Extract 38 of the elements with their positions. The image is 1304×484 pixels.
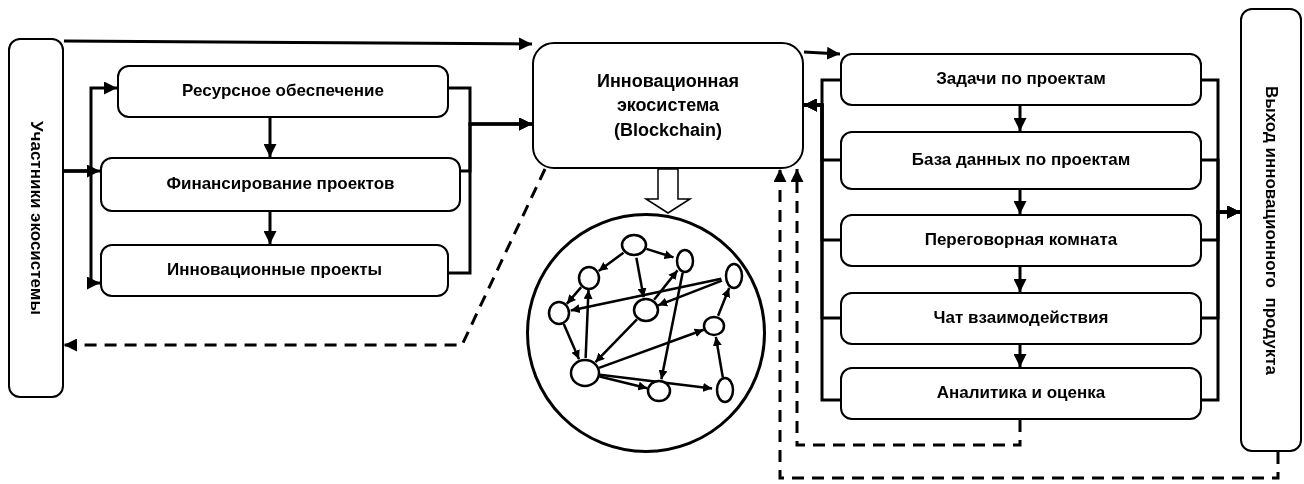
arrow bbox=[263, 118, 277, 157]
side-panel bbox=[1240, 8, 1302, 452]
arrow bbox=[1013, 267, 1027, 292]
process-box bbox=[840, 214, 1202, 267]
arrow bbox=[449, 117, 532, 275]
arrow bbox=[1202, 205, 1240, 402]
box-label: Аналитика и оценка bbox=[935, 382, 1107, 405]
process-box bbox=[100, 157, 461, 212]
arrow bbox=[803, 46, 841, 60]
box-label: Финансирование проектов bbox=[165, 173, 396, 196]
arrow bbox=[1013, 190, 1027, 214]
process-box bbox=[840, 131, 1202, 190]
box-label: Выход инновационного продукта bbox=[1261, 85, 1283, 375]
arrow bbox=[64, 169, 100, 290]
dashed-arrow bbox=[64, 168, 547, 352]
box-label: Инновационная экосистема (Blockchain) bbox=[596, 70, 740, 142]
process-box bbox=[532, 42, 804, 169]
block-arrow bbox=[643, 168, 693, 214]
box-label: Инновационные проекты bbox=[165, 259, 384, 282]
arrow bbox=[64, 37, 532, 51]
box-label: Переговорная комната bbox=[923, 229, 1119, 252]
process-box bbox=[100, 244, 449, 297]
dashed-arrow bbox=[790, 169, 1022, 447]
arrow bbox=[263, 212, 277, 244]
process-box bbox=[840, 53, 1202, 106]
box-label: Чат взаимодействия bbox=[932, 307, 1110, 330]
arrow bbox=[1013, 106, 1027, 131]
arrow bbox=[804, 98, 840, 402]
process-box bbox=[840, 367, 1202, 420]
arrow bbox=[1013, 345, 1027, 367]
dashed-arrow bbox=[773, 169, 1280, 480]
process-box bbox=[840, 292, 1202, 345]
box-label: Задачи по проектам bbox=[935, 68, 1107, 91]
process-box bbox=[117, 65, 449, 118]
box-label: Ресурсное обеспечение bbox=[181, 80, 385, 103]
box-label: Участники экосистемы bbox=[26, 121, 48, 315]
side-panel bbox=[8, 38, 64, 398]
box-label: База данных по проектам bbox=[910, 149, 1132, 172]
